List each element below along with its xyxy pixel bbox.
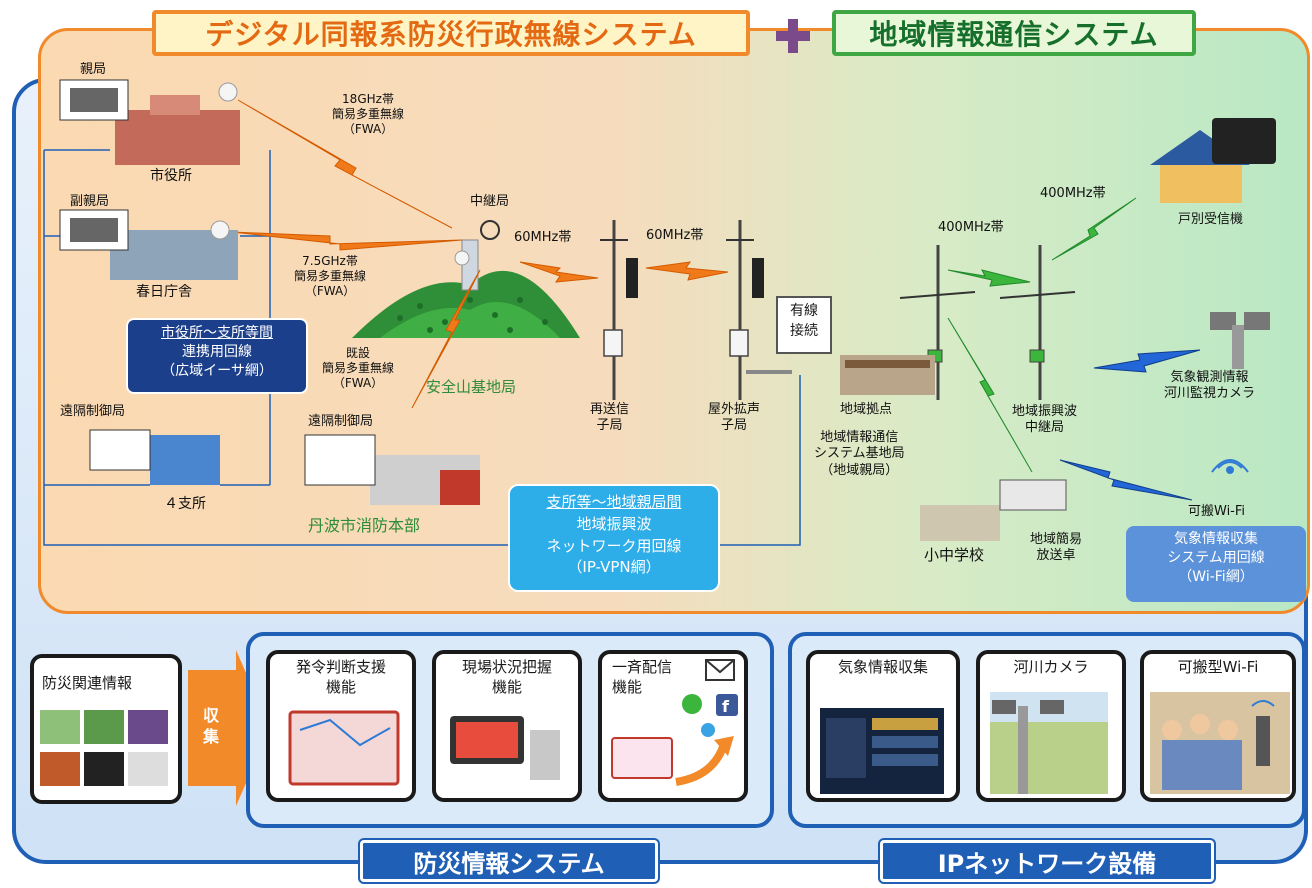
regional-simple-label: 地域簡易 放送卓: [1030, 532, 1083, 564]
broadcast-title: 一斉配信 機能: [612, 658, 673, 696]
sub-parent-label: 副親局: [70, 194, 110, 209]
speakers: [626, 258, 764, 298]
60mhz-label-b: 60MHz帯: [646, 228, 704, 243]
weather-camera-label: 気象観測情報 河川監視カメラ: [1164, 370, 1256, 402]
plus-icon: [776, 19, 810, 53]
collect-label: 収 集: [202, 706, 219, 746]
decision-support-title: 発令判断支援 機能: [295, 658, 386, 696]
remote-control-2-label: 遠隔制御局: [308, 414, 374, 429]
weather-collect-card: 気象情報収集: [806, 650, 960, 802]
kasuga-label: 春日庁舎: [136, 284, 192, 300]
situation-card: 現場状況把握 機能: [432, 650, 582, 802]
mountain-base-label: 安全山基地局: [426, 378, 517, 396]
broadcast-card: 一斉配信 機能: [598, 650, 748, 802]
situation-title: 現場状況把握 機能: [461, 658, 552, 696]
mountain-illustration: [352, 220, 580, 338]
relay-station-label: 中継局: [470, 194, 510, 209]
portable-wifi-card: 可搬型Wi-Fi: [1140, 650, 1296, 802]
fire-hq-label: 丹波市消防本部: [308, 516, 421, 535]
blue-links: [1059, 349, 1201, 501]
remote-control-1-label: 遠隔制御局: [60, 404, 126, 419]
wifi-illustration: [1211, 459, 1249, 474]
parent-station-label: 親局: [80, 62, 107, 77]
river-camera-card: 河川カメラ: [976, 650, 1126, 802]
camera-illustration: [1210, 312, 1270, 369]
ip-vpn-box: 支所等～地域親局間 地域振興波 ネットワーク用回線 （IP-VPN網）: [508, 484, 720, 592]
school-label: 小中学校: [924, 546, 985, 564]
home-receiver-label: 戸別受信機: [1178, 212, 1244, 227]
wide-ethernet-title: 市役所～支所等間: [161, 325, 273, 341]
wired-lines: [43, 149, 801, 546]
building-cityhall: [59, 79, 240, 165]
portable-wifi-title: 可搬型Wi-Fi: [1177, 658, 1259, 676]
regional-comm-banner: 地域情報通信システム: [832, 10, 1196, 56]
regional-hub-label: 地域拠点: [840, 402, 893, 417]
ip-vpn-body: 地域振興波 ネットワーク用回線 （IP-VPN網）: [546, 514, 682, 577]
building-regional-hub: [840, 355, 935, 395]
fwa-18ghz-label: 18GHz帯 簡易多重無線 （FWA）: [332, 92, 405, 136]
retransmit-label: 再送信 子局: [590, 402, 630, 434]
decision-support-card: 発令判断支援 機能: [266, 650, 416, 802]
river-camera-title: 河川カメラ: [1013, 658, 1089, 676]
branches-label: ４支所: [164, 496, 206, 512]
400mhz-label-b: 400MHz帯: [1040, 186, 1106, 201]
fwa-75ghz-label: 7.5GHz帯 簡易多重無線 （FWA）: [294, 254, 367, 298]
wifi-network-box: 気象情報収集 システム用回線 （Wi-Fi網）: [1126, 526, 1306, 602]
building-fire-hq: [304, 434, 480, 505]
building-kasuga: [59, 209, 238, 280]
disaster-info-system-ribbon: 防災情報システム: [360, 840, 658, 882]
building-branches: [89, 429, 220, 485]
disaster-radio-banner: デジタル同報系防災行政無線システム: [152, 10, 750, 56]
ip-vpn-title: 支所等～地域親局間: [546, 493, 682, 511]
wired-connection-box: 有線 接続: [776, 296, 832, 354]
regional-base-label: 地域情報通信 システム基地局 （地域親局）: [814, 430, 905, 478]
portable-wifi-label: 可搬Wi-Fi: [1188, 504, 1246, 519]
weather-collect-title: 気象情報収集: [837, 658, 928, 676]
regional-relay-label: 地域振興波 中継局: [1012, 404, 1078, 436]
wide-ethernet-box: 市役所～支所等間 連携用回線 （広域イーサ網）: [126, 318, 308, 394]
city-hall-label: 市役所: [150, 168, 192, 184]
400mhz-label-a: 400MHz帯: [938, 220, 1004, 235]
ip-network-ribbon: IPネットワーク設備: [880, 840, 1214, 882]
green-links: [947, 197, 1137, 473]
wide-ethernet-body: 連携用回線 （広域イーサ網）: [161, 343, 273, 379]
existing-fwa-label: 既設 簡易多重無線 （FWA）: [322, 346, 395, 390]
outdoor-speaker-label: 屋外拡声 子局: [708, 402, 761, 434]
orange-links: [231, 99, 729, 409]
disaster-info-title: 防災関連情報: [42, 674, 133, 692]
disaster-info-card: 防災関連情報: [30, 654, 182, 804]
building-school: [920, 479, 1067, 541]
crossarms: [600, 239, 1076, 299]
house-illustration: [1150, 118, 1276, 203]
60mhz-label-a: 60MHz帯: [514, 230, 572, 245]
